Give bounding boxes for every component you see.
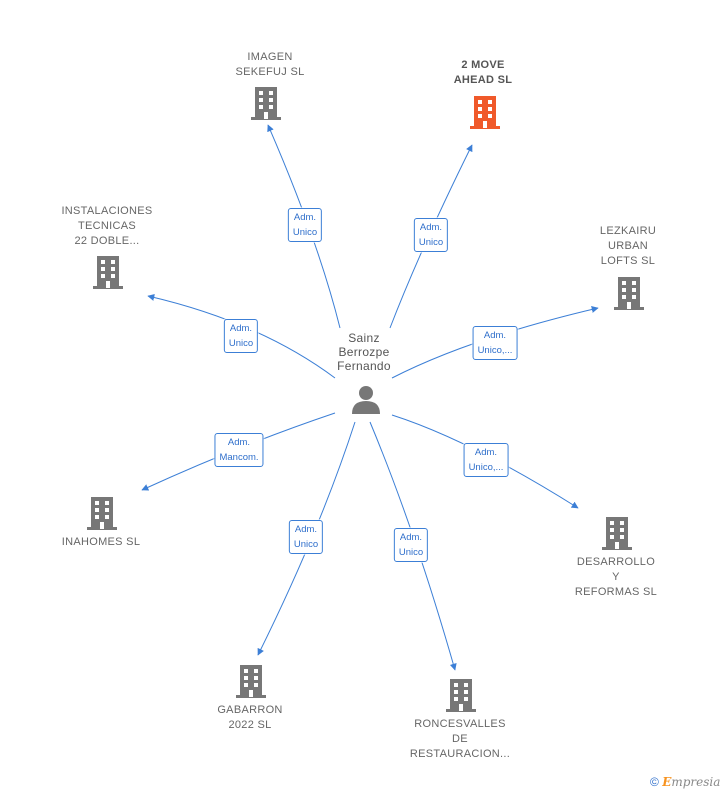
person-icon[interactable] — [349, 384, 383, 414]
edge-label-lezkairu: Adm. Unico,... — [472, 326, 518, 360]
edge-label-desarrollo: Adm. Unico,... — [463, 443, 509, 477]
company-label-instalaciones[interactable]: INSTALACIONES TECNICAS 22 DOBLE... — [61, 205, 153, 247]
building-icon[interactable] — [600, 515, 634, 551]
building-icon[interactable] — [85, 495, 119, 531]
brand-logo: Empresia — [662, 775, 721, 789]
company-label-roncesvalles[interactable]: RONCESVALLES DE RESTAURACION... — [409, 718, 511, 760]
building-icon-highlighted[interactable] — [468, 94, 502, 130]
building-icon[interactable] — [234, 663, 268, 699]
edge-label-roncesvalles: Adm. Unico — [393, 528, 429, 562]
building-icon[interactable] — [91, 254, 125, 290]
company-label-inahomes[interactable]: INAHOMES SL — [61, 536, 141, 548]
edge-label-2move: Adm. Unico — [413, 218, 449, 252]
company-label-2move[interactable]: 2 MOVE AHEAD SL — [453, 59, 513, 86]
company-label-gabarron[interactable]: GABARRON 2022 SL — [217, 704, 283, 731]
edge-label-instalaciones: Adm. Unico — [223, 319, 259, 353]
person-name[interactable]: Sainz Berrozpe Fernando — [337, 331, 391, 373]
building-icon[interactable] — [612, 275, 646, 311]
building-icon[interactable] — [249, 85, 283, 121]
edge-label-imagen: Adm. Unico — [287, 208, 323, 242]
company-label-lezkairu[interactable]: LEZKAIRU URBAN LOFTS SL — [599, 225, 657, 267]
copyright-icon: © — [650, 775, 659, 789]
edge-label-gabarron: Adm. Unico — [288, 520, 324, 554]
footer-brand: © Empresia — [650, 775, 720, 789]
edge-label-inahomes: Adm. Mancom. — [214, 433, 264, 467]
building-icon[interactable] — [444, 677, 478, 713]
company-label-desarrollo[interactable]: DESARROLLO Y REFORMAS SL — [574, 556, 658, 598]
company-label-imagen[interactable]: IMAGEN SEKEFUJ SL — [235, 51, 305, 78]
